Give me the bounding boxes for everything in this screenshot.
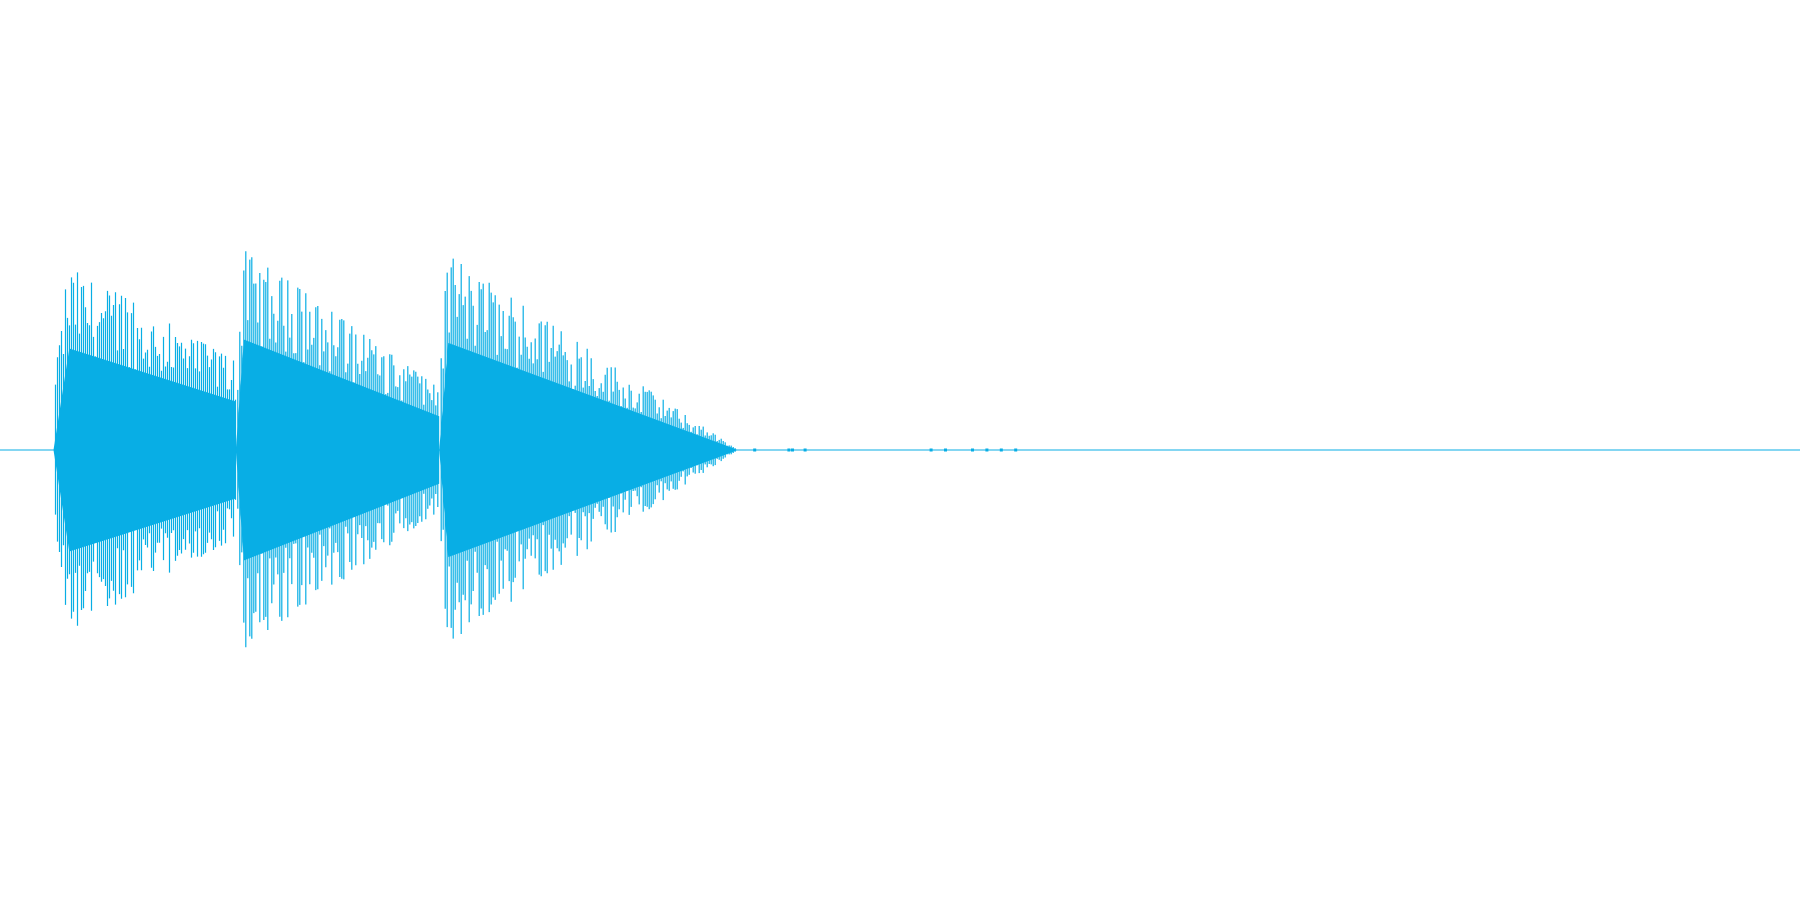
waveform-speck xyxy=(929,448,933,452)
waveform-speck xyxy=(803,448,807,452)
waveform-speck xyxy=(985,448,989,452)
waveform-speck xyxy=(787,448,791,452)
waveform-speck xyxy=(971,448,974,452)
waveform-speck xyxy=(1014,448,1018,452)
waveform-speck xyxy=(791,448,794,452)
waveform-core xyxy=(235,339,440,561)
waveform-core xyxy=(439,342,738,558)
waveform-speck xyxy=(944,448,947,452)
waveform-core xyxy=(53,348,236,552)
waveform-speck xyxy=(753,448,757,452)
waveform-samples xyxy=(53,251,1018,648)
waveform-speck xyxy=(999,448,1003,452)
